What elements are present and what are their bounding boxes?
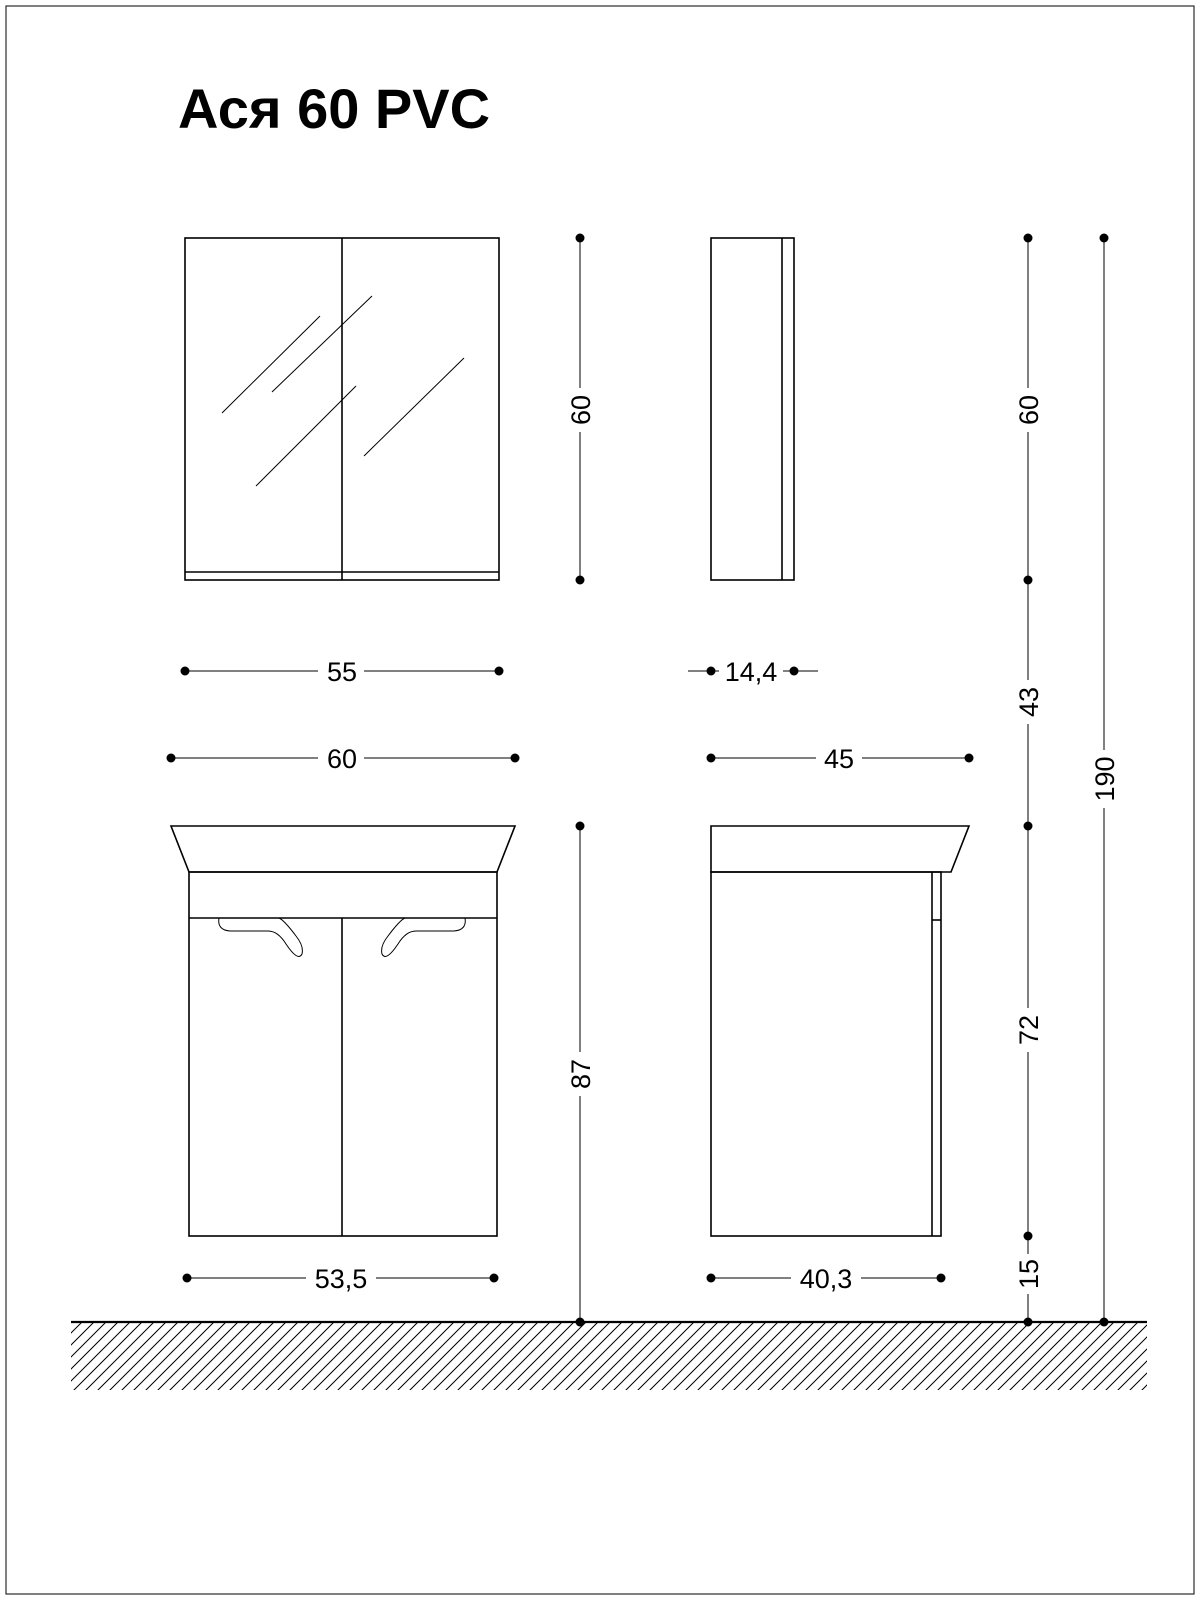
dim-label-total-height: 190 bbox=[1090, 756, 1120, 801]
drawing-title: Ася 60 PVC bbox=[178, 77, 490, 140]
dim-label-right-cabinet-height: 72 bbox=[1014, 1015, 1044, 1045]
dim-mirror-depth: 14,4 bbox=[688, 656, 818, 687]
vanity-side bbox=[710, 825, 971, 1237]
dim-label-floor-clearance: 15 bbox=[1014, 1259, 1044, 1289]
dim-basin-depth: 45 bbox=[706, 743, 974, 774]
dim-cabinet-depth: 40,3 bbox=[706, 1263, 946, 1294]
dim-label-mirror-depth: 14,4 bbox=[725, 657, 778, 687]
dim-label-gap-height: 43 bbox=[1014, 687, 1044, 717]
dim-mirror-width: 55 bbox=[180, 656, 504, 687]
mirror-cabinet-side bbox=[710, 237, 795, 581]
mirror-cabinet-front bbox=[184, 237, 500, 581]
dim-basin-width: 60 bbox=[166, 743, 520, 774]
sheet-border bbox=[5, 5, 1195, 1595]
vanity-front bbox=[169, 825, 517, 1237]
dim-label-basin-width: 60 bbox=[327, 744, 357, 774]
dim-label-basin-depth: 45 bbox=[824, 744, 854, 774]
dim-label-right-mirror-height: 60 bbox=[1014, 395, 1044, 425]
dim-label-cabinet-height: 87 bbox=[566, 1059, 596, 1089]
dim-label-cabinet-depth: 40,3 bbox=[800, 1264, 853, 1294]
floor bbox=[71, 1320, 1147, 1390]
dim-label-mirror-height: 60 bbox=[566, 395, 596, 425]
dim-cabinet-width: 53,5 bbox=[182, 1263, 499, 1294]
dim-label-mirror-width: 55 bbox=[327, 657, 357, 687]
dim-mirror-height: 60 bbox=[566, 233, 596, 585]
dim-total-height: 190 bbox=[1090, 233, 1120, 1327]
dim-cabinet-height: 87 bbox=[566, 821, 596, 1327]
dim-height-chain: 60 43 72 15 bbox=[1014, 233, 1044, 1327]
dim-label-cabinet-width: 53,5 bbox=[315, 1264, 368, 1294]
